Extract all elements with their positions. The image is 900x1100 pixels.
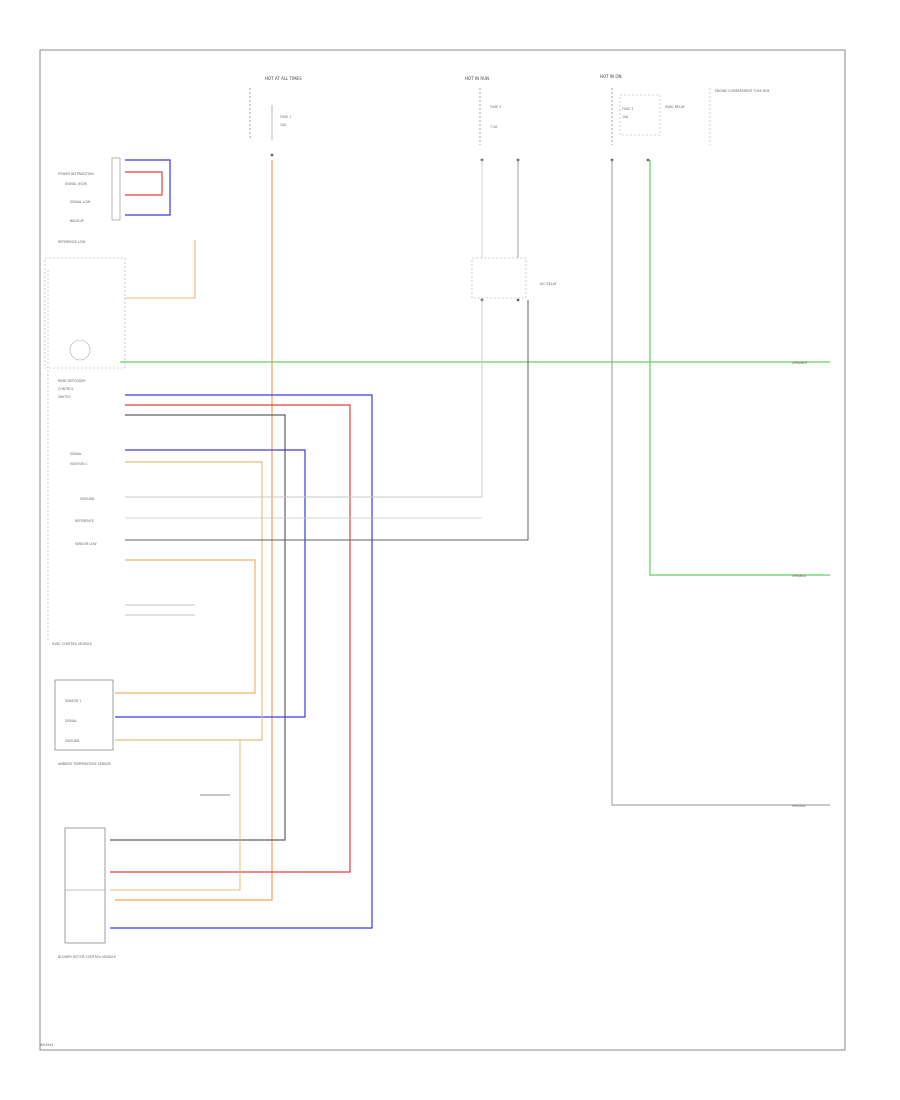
footer-code: W04944 [40,1043,53,1047]
wire-orange-main [115,160,273,901]
wire-orange-sensor [115,559,256,694]
svg-text:GROUND: GROUND [80,497,95,501]
wire-tan-lower [110,740,241,891]
ambient-sensor: SENSOR 1 SIGNAL GROUND AMBIENT TEMPERATU… [54,679,114,766]
fuse-header-right: HOT IN ON [600,74,621,79]
wire-gray-right [611,160,830,806]
svg-text:IGNITION 1: IGNITION 1 [70,462,88,466]
wire-red-main [110,404,351,873]
fuse-label-a: FUSE 1 [280,115,291,119]
svg-text:SIGNAL: SIGNAL [65,719,77,723]
module-label: HVAC CONTROL MODULE [52,642,92,646]
svg-text:SWITCH: SWITCH [58,395,71,399]
svg-text:BACK-UP: BACK-UP [70,219,84,223]
wire-blue-top [125,159,171,216]
fuse-section-right: HOT IN ON FUSE 3 10A HVAC RELAY ENGINE C… [600,74,770,162]
svg-text:REFERENCE: REFERENCE [75,519,94,523]
diagram-frame [39,49,846,1051]
wire-signal-gray [125,300,483,498]
fuse-amps-a: 10A [280,123,287,127]
svg-text:REAR DEFOGGER: REAR DEFOGGER [58,379,86,383]
wire-orange-ref [125,240,196,299]
svg-text:CONTROL: CONTROL [58,387,74,391]
sensor-caption: AMBIENT TEMPERATURE SENSOR [58,762,112,766]
svg-text:REFERENCE LOW: REFERENCE LOW [58,240,86,244]
blower-caption: BLOWER MOTOR CONTROL MODULE [58,955,116,959]
fuse-label-b: FUSE 2 [490,105,501,109]
left-top-label-1: POWER DISTRIBUTION [58,172,94,176]
fuse-section-left: HOT AT ALL TIMES FUSE 1 10A [249,76,302,157]
svg-text:SIGNAL LOW: SIGNAL LOW [70,200,91,204]
fuse-amps-c: 10A [622,115,629,119]
left-signal-block: SIGNAL IGNITION 1 GROUND REFERENCE SENSO… [47,270,97,646]
fuse-label-c: FUSE 3 [622,107,633,111]
svg-text:SIGNAL: SIGNAL [70,452,82,456]
wire-gray-main [110,414,286,841]
junction-dot [270,153,274,157]
wire-sensor-low-dark [125,300,529,541]
svg-text:GROUND: GROUND [65,739,80,743]
ac-relay: A/C RELAY [471,257,557,302]
right-label-1: GRN/WHT [792,361,808,365]
blower-module: BLOWER MOTOR CONTROL MODULE [58,827,116,959]
right-label-3: GRY/BLK [792,804,806,808]
svg-text:SENSOR 1: SENSOR 1 [65,699,81,703]
wire-tan-sensor [115,461,263,741]
left-top-connector: POWER DISTRIBUTION SIGNAL (ECM) SIGNAL L… [58,157,121,223]
fuse-header-middle: HOT IN RUN [465,76,489,81]
fuse-box-label: ENGINE COMPARTMENT FUSE BOX [715,89,770,93]
fuse-amps-b: 7.5A [490,125,498,129]
fuse-section-middle: HOT IN RUN FUSE 2 7.5A [465,76,520,162]
wire-blue-sensor [115,449,306,718]
right-label-2: GRN/BLK [792,574,807,578]
ac-relay-label: A/C RELAY [540,282,557,286]
wire-blue-main [110,394,373,929]
wire-red-top [125,171,163,196]
hvac-relay-label: HVAC RELAY [665,105,685,109]
left-reference-block: REFERENCE LOW REAR DEFOGGER CONTROL SWIT… [44,240,126,399]
svg-text:SIGNAL (ECM): SIGNAL (ECM) [65,182,87,186]
fuse-header-left: HOT AT ALL TIMES [265,76,302,81]
wire-green-branch [649,160,830,576]
svg-text:SENSOR LOW: SENSOR LOW [75,542,97,546]
